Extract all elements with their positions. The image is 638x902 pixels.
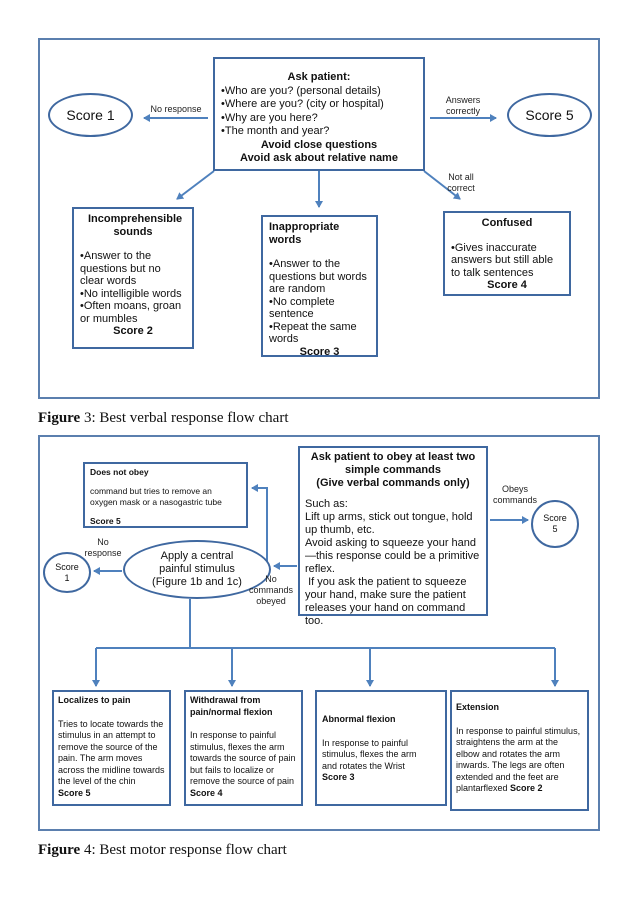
box-text-wrap: In response to painful stimulus, straigh… — [456, 726, 583, 795]
box-text: Tries to locate towards the stimulus in … — [58, 718, 165, 787]
answers-correctly-label: Answers correctly — [438, 95, 488, 117]
box-title: Does not obey — [90, 467, 149, 477]
stimulus-ellipse: Apply a central painful stimulus (Figure… — [123, 540, 271, 599]
caption-label: Figure — [38, 410, 81, 426]
box-score: Score 4 — [190, 787, 223, 798]
confused-box: Confused •Gives inaccurate answers but s… — [443, 211, 571, 296]
box-line: •Repeat the same words — [269, 320, 357, 346]
label-line: painful stimulus — [159, 563, 235, 575]
box-title: Abnormal flexion — [322, 714, 396, 724]
box-title: Withdrawal from pain/normal flexion — [190, 695, 273, 717]
obeys-commands-label: Obeys commands — [487, 484, 543, 506]
label-line: Not all — [448, 172, 474, 182]
box-text: In response to painful stimulus, flexes … — [190, 730, 296, 786]
does-not-obey-box: Does not obey command but tries to remov… — [83, 462, 248, 528]
ask-line: Avoid asking to squeeze your hand—this r… — [305, 537, 480, 575]
figure4-caption: Figure 4: Best motor response flow chart — [38, 842, 287, 859]
box-line: •Often moans, groan or mumbles — [80, 300, 182, 325]
ask-patient-box: Ask patient: •Who are you? (personal det… — [213, 57, 425, 171]
box-title: Extension — [456, 702, 500, 712]
ask-line: If you ask the patient to squeeze your h… — [305, 576, 470, 627]
box-text: In response to painful stimulus, flexes … — [322, 737, 420, 771]
label-line: obeyed — [256, 596, 286, 606]
box-line: •No complete sentence — [269, 295, 335, 321]
ask-item: •The month and year? — [221, 125, 330, 137]
box-line: •No intelligible words — [80, 287, 182, 300]
box-score: Score 5 — [58, 787, 91, 798]
box-score: Score 2 — [510, 783, 543, 793]
label-line: Score — [55, 561, 79, 572]
abnormal-flexion-box: Abnormal flexion In response to painful … — [315, 690, 447, 806]
arrow-to-confused — [423, 170, 461, 200]
extension-box: Extension In response to painful stimulu… — [450, 690, 589, 811]
label-line: correctly — [445, 106, 480, 116]
label-line: Answers — [445, 95, 481, 105]
no-response-label: No response — [80, 537, 126, 559]
box-score: Score 4 — [487, 279, 527, 291]
ask-note: Avoid ask about relative name — [240, 152, 398, 164]
score5-label: Score 5 — [525, 107, 574, 123]
box-line: •Gives inaccurate answers but still able… — [451, 241, 554, 279]
incomprehensible-box: Incomprehensible sounds •Answer to the q… — [72, 207, 194, 349]
box-line: •Answer to the questions but no clear wo… — [80, 250, 161, 287]
label-line: Score — [543, 513, 567, 523]
box-score: Score 5 — [90, 516, 121, 526]
box-score: Score 2 — [113, 325, 153, 337]
arrow-to-does-not-obey — [251, 484, 268, 566]
ask-title: Ask patient to obey at least two simple … — [310, 451, 476, 476]
label-line: commands — [492, 495, 537, 505]
box-score: Score 3 — [299, 345, 340, 358]
ask-item: •Who are you? (personal details) — [221, 84, 381, 97]
score1-label: Score 1 — [66, 107, 115, 123]
inappropriate-box: Inappropriate words •Answer to the quest… — [261, 215, 378, 358]
box-title: Confused — [481, 217, 533, 229]
localizes-box: Localizes to pain Tries to locate toward… — [52, 690, 171, 806]
not-all-correct-label: Not all correct — [440, 172, 482, 194]
label-line: 1 — [64, 572, 70, 583]
label-line: commands — [248, 585, 293, 595]
ask-line: Lift up arms, stick out tongue, hold up … — [305, 511, 473, 536]
box-score: Score 3 — [322, 772, 355, 782]
caption-text: 3: Best verbal response flow chart — [80, 410, 289, 426]
arrow-to-incomprehensible — [176, 170, 215, 200]
no-commands-label: No commands obeyed — [247, 574, 295, 607]
label-line: Obeys — [501, 484, 528, 494]
figure4-frame — [38, 435, 600, 831]
label-line: Apply a central — [160, 550, 234, 562]
box-text: command but tries to remove an oxygen ma… — [90, 486, 222, 507]
ask-line: Such as: — [305, 498, 348, 510]
motor-ask-box: Ask patient to obey at least two simple … — [298, 446, 488, 627]
box-title: Incomprehensible sounds — [88, 213, 183, 238]
label-line: (Figure 1b and 1c) — [152, 576, 242, 588]
label-line: No — [97, 537, 109, 547]
caption-text: 4: Best motor response flow chart — [80, 842, 287, 858]
ask-note: Avoid close questions — [260, 138, 378, 151]
caption-label: Figure — [38, 842, 81, 858]
withdrawal-box: Withdrawal from pain/normal flexion In r… — [184, 690, 303, 806]
ask-title: Ask patient: — [287, 71, 351, 83]
ask-item: •Why are you here? — [221, 111, 318, 124]
box-title: Inappropriate words — [269, 221, 340, 246]
box-title: Localizes to pain — [58, 695, 131, 705]
label-line: No — [265, 574, 277, 584]
score5-ellipse: Score 5 — [507, 93, 592, 137]
figure3-caption: Figure 3: Best verbal response flow char… — [38, 410, 289, 427]
ask-subtitle: (Give verbal commands only) — [316, 477, 470, 489]
score1-ellipse: Score 1 — [48, 93, 133, 137]
box-line: •Answer to the questions but words are r… — [269, 258, 367, 295]
label-line: 5 — [552, 524, 558, 534]
ask-item: •Where are you? (city or hospital) — [221, 98, 384, 110]
figure3-frame — [38, 38, 600, 399]
box-text: In response to painful stimulus, straigh… — [456, 725, 583, 794]
label-line: response — [84, 548, 122, 558]
box-text-wrap: In response to painful stimulus, flexes … — [322, 738, 440, 784]
label-line: correct — [447, 183, 475, 193]
no-response-label: No response — [150, 104, 202, 114]
